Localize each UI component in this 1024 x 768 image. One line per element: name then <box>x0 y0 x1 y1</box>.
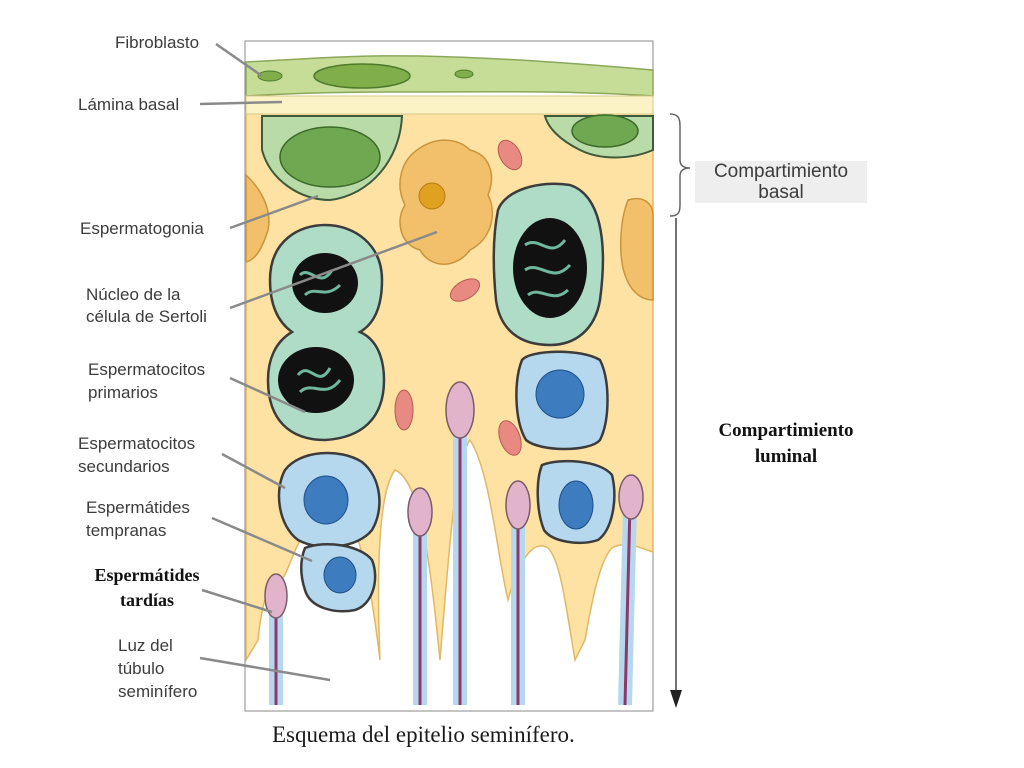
basal-bracket <box>669 113 691 217</box>
label-compartimiento-basal: Compartimiento basal <box>695 161 867 203</box>
label-nucleo-sertoli: Núcleo de la célula de Sertoli <box>86 285 207 326</box>
basal-lamina <box>245 95 654 115</box>
label-fibroblasto: Fibroblasto <box>115 33 200 52</box>
label-espermatocitos-secundarios: Espermatocitos secundarios <box>78 434 196 476</box>
label-luz-tubulo: Luz del túbulo seminífero <box>118 636 198 701</box>
leader-lines <box>199 42 438 682</box>
label-espermatides-tempranas: Espermátides tempranas <box>86 498 190 540</box>
primary-spermatocytes-left <box>266 223 386 442</box>
diagram-caption: Esquema del epitelio seminífero. <box>272 722 575 747</box>
primary-spermatocyte-right <box>492 182 605 347</box>
early-spermatids <box>300 459 616 613</box>
label-compartimiento-luminal: Compartimiento luminal <box>718 420 854 467</box>
label-espermatocitos-primarios: Espermatocitos primarios <box>88 360 206 402</box>
label-espermatides-tardias: Espermátides tardías <box>94 565 200 610</box>
fibroblast-nucleus <box>313 63 411 89</box>
late-spermatids <box>264 381 644 706</box>
label-espermatogonia: Espermatogonia <box>80 219 204 238</box>
label-lamina-basal: Lámina basal <box>78 95 180 114</box>
secondary-spermatocytes <box>277 350 609 549</box>
sertoli-nucleus <box>399 139 493 265</box>
